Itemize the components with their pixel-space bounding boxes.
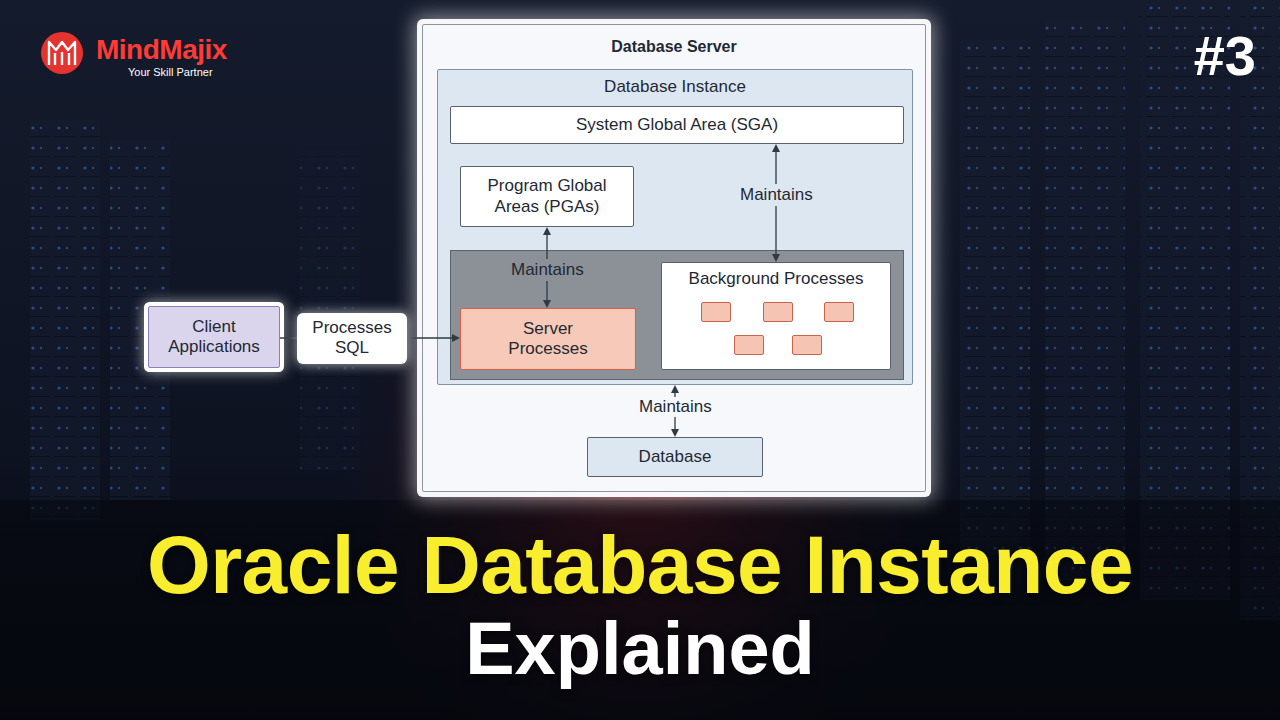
arrow-head [772,144,780,152]
connector-label: Maintains [636,397,715,417]
database-server-box: Database ServerDatabase InstanceSystem G… [422,24,926,492]
arrow-head [543,300,551,308]
process-square [763,302,793,322]
process-square [824,302,854,322]
connector-label-text: Processes SQL [306,318,398,359]
node-text: Client Applications [156,317,272,358]
connector-label-text: Maintains [740,185,813,205]
node-text: Server Processes [498,319,598,360]
database-instance-box: Database InstanceSystem Global Area (SGA… [437,69,913,385]
arrow-head [671,385,679,393]
connector-label: Maintains [508,259,587,281]
main-title-text: Oracle Database Instance [147,519,1133,610]
connector-label: Maintains [737,184,816,206]
server-process-box: Server Processes [460,308,636,370]
background-process-box: Background Processes [661,262,891,370]
pga-box: Program Global Areas (PGAs) [460,166,634,227]
process-square [792,335,822,355]
node-text: Database Instance [604,77,746,97]
arrow-head [452,334,460,342]
node-text: Program Global Areas (PGAs) [469,176,625,217]
connector-label-text: Maintains [639,397,712,417]
episode-number: #3 [1194,24,1256,88]
node-text: Database [639,447,712,467]
process-square [734,335,764,355]
connector-label: Processes SQL [300,316,404,361]
process-square [701,302,731,322]
main-title: Oracle Database Instance [0,518,1280,612]
arrow-head [772,254,780,262]
connector-label-text: Maintains [511,260,584,280]
arrow-head [543,227,551,235]
brand-logo-icon [41,32,83,74]
brand-name: MindMajix [96,34,227,66]
node-text: Background Processes [689,269,864,289]
title-subline: Explained [0,606,1280,691]
node-text: System Global Area (SGA) [576,115,778,135]
node-text: Database Server [611,37,736,56]
sga-box: System Global Area (SGA) [450,106,904,144]
database-box: Database [587,437,763,477]
brand-tagline: Your Skill Partner [128,66,213,79]
arrow-head [671,429,679,437]
client-box: Client Applications [148,306,280,368]
